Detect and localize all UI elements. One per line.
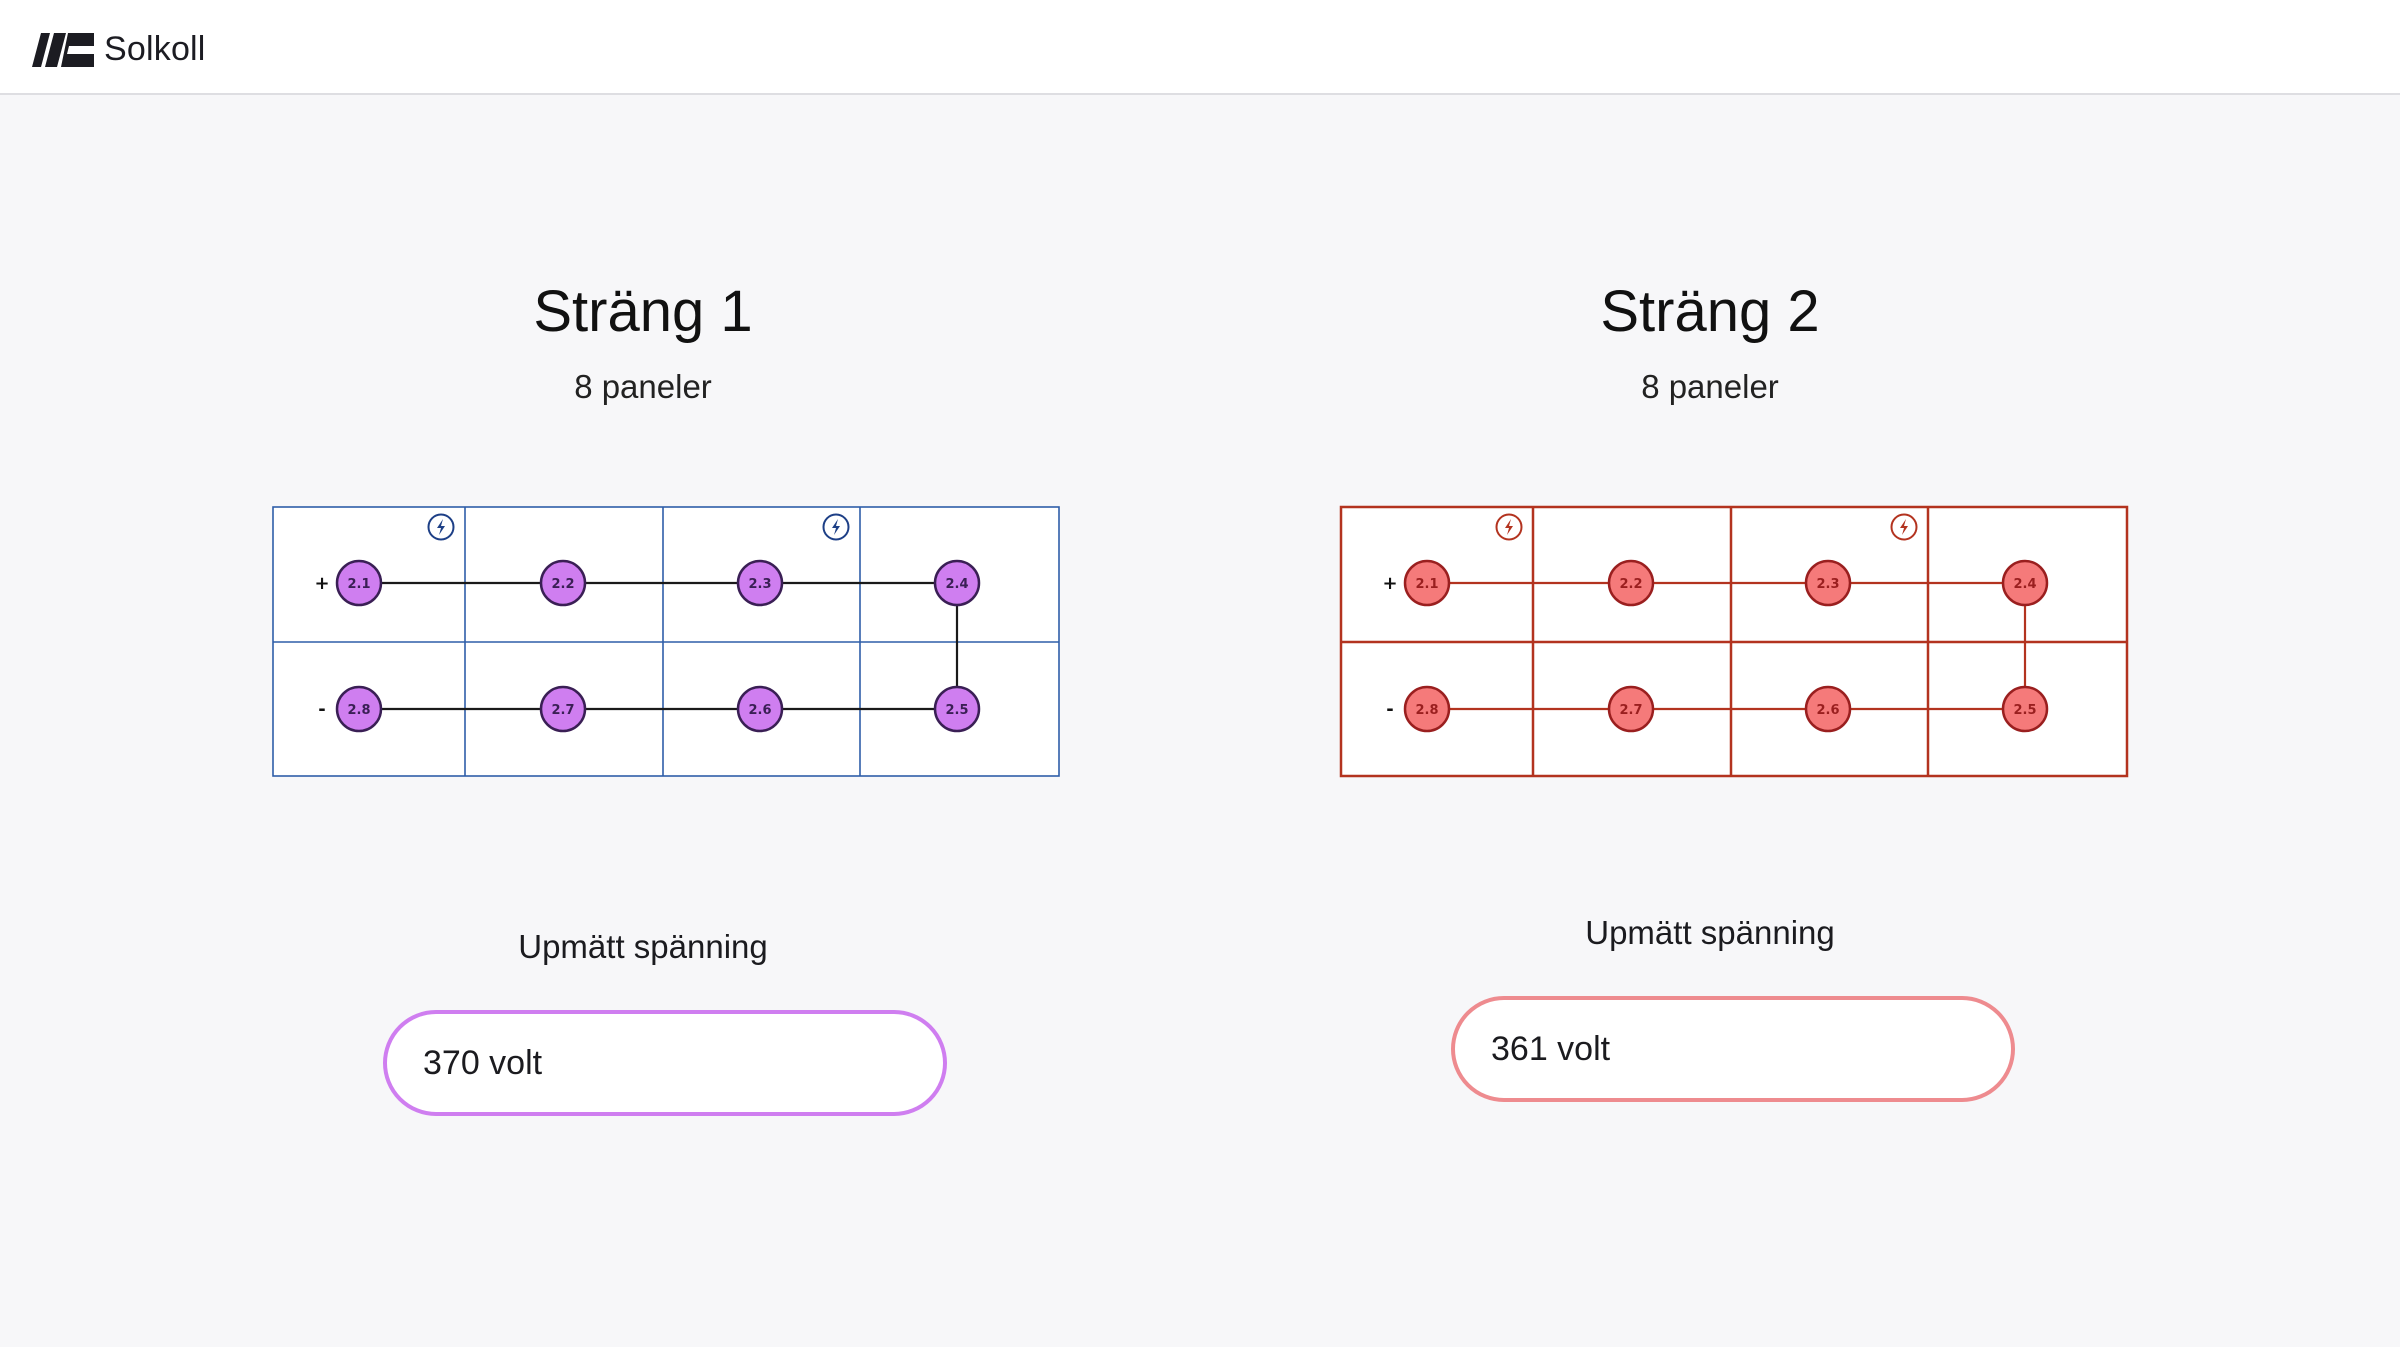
panel-label: 2.8: [1415, 703, 1438, 718]
panel-node: [539, 685, 587, 733]
panel-label: 2.2: [1619, 577, 1642, 592]
voltage-field[interactable]: 370 volt: [383, 1010, 947, 1116]
voltage-field[interactable]: 361 volt: [1451, 996, 2015, 1102]
string-wiring-diagram: + - 2.1 2.2 2.3 2.4 2.8 2.7 2.6 2.5: [272, 506, 1060, 777]
string-diagram: + - 2.1 2.2 2.3 2.4 2.8 2.7 2.6 2.5: [1339, 505, 2129, 783]
positive-terminal: +: [1382, 573, 1397, 594]
lightning-bolt-icon: [822, 513, 850, 541]
positive-terminal: +: [314, 573, 329, 594]
panel-label: 2.1: [347, 577, 370, 592]
lightning-bolt-icon: [427, 513, 455, 541]
brand[interactable]: Solkoll: [32, 30, 206, 69]
panel-label: 2.4: [945, 577, 968, 592]
lightning-bolt-icon: [1495, 513, 1523, 541]
string-wiring-diagram: + - 2.1 2.2 2.3 2.4 2.8 2.7 2.6 2.5: [1339, 505, 2129, 778]
panel-label: 2.5: [945, 703, 968, 718]
panel-label: 2.6: [748, 703, 771, 718]
panel-node: [736, 559, 784, 607]
panel-label: 2.2: [551, 577, 574, 592]
panel-label: 2.8: [347, 703, 370, 718]
negative-terminal: -: [318, 699, 325, 720]
measured-voltage-label: Upmätt spänning: [518, 928, 768, 965]
panel-node: [1804, 559, 1852, 607]
string-title: Sträng 2: [1600, 279, 1820, 344]
string-diagram: + - 2.1 2.2 2.3 2.4 2.8 2.7 2.6 2.5: [271, 505, 1061, 783]
app-name: Solkoll: [104, 30, 206, 68]
panel-node: [933, 685, 981, 733]
panel-label: 2.7: [551, 703, 574, 718]
panel-label: 2.3: [748, 577, 771, 592]
panel-count: 8 paneler: [1641, 368, 1779, 405]
panel-node: [1403, 685, 1451, 733]
panel-node: [1804, 685, 1852, 733]
top-bar: Solkoll: [0, 0, 2400, 95]
panel-node: [2001, 559, 2049, 607]
string-title: Sträng 1: [533, 279, 753, 344]
measured-voltage-label: Upmätt spänning: [1585, 914, 1835, 951]
panel-label: 2.5: [2013, 703, 2036, 718]
string-panel-2: Sträng 2 8 paneler + - 2.1 2.2 2.3 2.4 2.8 2.7 2…: [1210, 0, 2210, 1347]
panel-node: [1607, 685, 1655, 733]
negative-terminal: -: [1386, 699, 1393, 720]
panel-node: [539, 559, 587, 607]
panel-node: [1607, 559, 1655, 607]
panel-node: [1403, 559, 1451, 607]
panel-node: [736, 685, 784, 733]
panel-count: 8 paneler: [574, 368, 712, 405]
panel-node: [933, 559, 981, 607]
panel-label: 2.3: [1816, 577, 1839, 592]
panel-node: [335, 685, 383, 733]
panel-label: 2.7: [1619, 703, 1642, 718]
panel-node: [2001, 685, 2049, 733]
solkoll-logo-icon: [32, 32, 94, 67]
panel-node: [335, 559, 383, 607]
lightning-bolt-icon: [1890, 513, 1918, 541]
string-panel-1: Sträng 1 8 paneler + - 2.1 2.2 2.3 2.4 2.8 2.7 2…: [143, 0, 1143, 1347]
panel-label: 2.1: [1415, 577, 1438, 592]
panel-label: 2.6: [1816, 703, 1839, 718]
panel-label: 2.4: [2013, 577, 2036, 592]
